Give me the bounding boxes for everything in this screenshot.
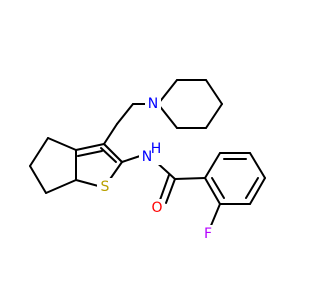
atom-n-piperidine: N <box>145 95 161 113</box>
atom-label-o: O <box>151 200 162 216</box>
bond <box>77 150 103 157</box>
bond <box>205 79 223 105</box>
bond <box>29 165 47 194</box>
atom-labels: N N H S O F <box>97 95 216 243</box>
bond <box>245 177 259 199</box>
bond <box>204 177 221 205</box>
bond <box>174 177 206 180</box>
bond <box>157 79 178 105</box>
bond <box>45 179 77 194</box>
bond <box>204 152 221 179</box>
bond <box>75 143 105 151</box>
bond <box>209 203 221 229</box>
bond <box>121 155 141 163</box>
atom-n-amide: N H <box>139 141 163 165</box>
bond <box>157 103 178 129</box>
bond <box>103 143 123 163</box>
bond <box>100 147 117 163</box>
bond <box>165 178 176 204</box>
atom-f-aryl: F <box>200 225 216 243</box>
bonds <box>29 79 266 229</box>
atom-s-thiophene: S <box>97 178 113 196</box>
atom-label-s: S <box>101 179 110 195</box>
bond <box>47 137 77 151</box>
molecule-structure-diagram: N N H S O F <box>29 79 266 243</box>
bond <box>211 177 225 199</box>
bond <box>103 123 118 145</box>
atom-label-h-amide: H <box>151 141 162 157</box>
bond <box>249 177 266 205</box>
atom-label-n-amide: N <box>142 149 152 165</box>
bond <box>29 137 49 167</box>
atom-o-carbonyl: O <box>149 199 165 217</box>
bond <box>249 152 266 179</box>
bond <box>116 103 134 125</box>
atom-label-f: F <box>204 226 212 242</box>
atom-label-n-piperidine: N <box>148 96 158 112</box>
bond <box>159 174 170 201</box>
bond <box>205 103 223 129</box>
